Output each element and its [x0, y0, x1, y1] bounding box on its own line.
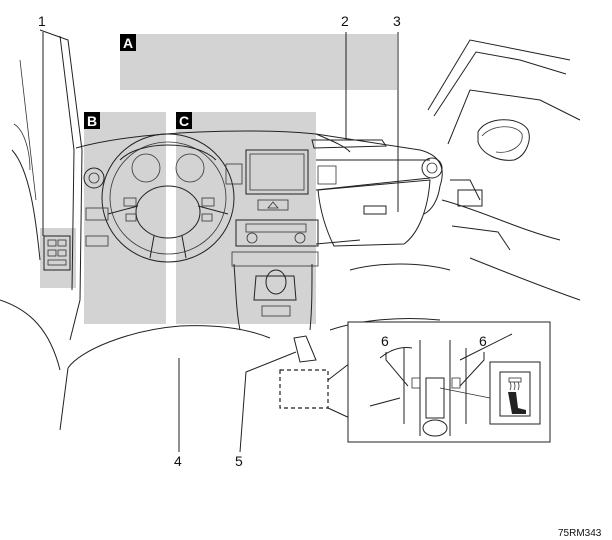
right-door-frame — [349, 39, 581, 301]
driver-seat — [59, 325, 271, 431]
center-display — [245, 149, 309, 195]
center-console — [233, 263, 313, 331]
callout-1: 1 — [38, 13, 46, 29]
callout-3: 3 — [393, 13, 401, 29]
left-vent — [83, 167, 109, 247]
callout-2: 2 — [341, 13, 349, 29]
callout-6-left: 6 — [381, 333, 389, 349]
door-window-switch-icon — [43, 235, 71, 271]
left-door-frame — [0, 29, 83, 371]
area-a-panel — [120, 34, 397, 90]
callout-6-right: 6 — [479, 333, 487, 349]
dash-vent — [311, 139, 387, 149]
callout-5: 5 — [235, 453, 243, 469]
glove-box-icon — [317, 179, 431, 247]
figure-code: 75RM343 — [558, 528, 602, 539]
gauge-cluster — [119, 144, 217, 183]
area-b-tag: B — [87, 113, 97, 129]
center-vents — [225, 163, 337, 211]
steering-wheel-icon — [101, 133, 235, 263]
area-c-tag: C — [179, 113, 189, 129]
callout-4: 4 — [174, 453, 182, 469]
area-left-door-panel — [40, 228, 76, 288]
area-b-tag-bg — [84, 112, 100, 129]
callout-leaders — [42, 32, 485, 453]
side-mirror — [477, 119, 530, 161]
area-b-panel — [84, 112, 166, 324]
area-a-tag-bg — [120, 34, 136, 51]
seat-heater-icon — [489, 361, 541, 425]
area-a-tag: A — [123, 35, 133, 51]
seat-switch-location — [279, 335, 355, 421]
climate-controls — [231, 219, 319, 267]
area-c-tag-bg — [176, 112, 192, 129]
